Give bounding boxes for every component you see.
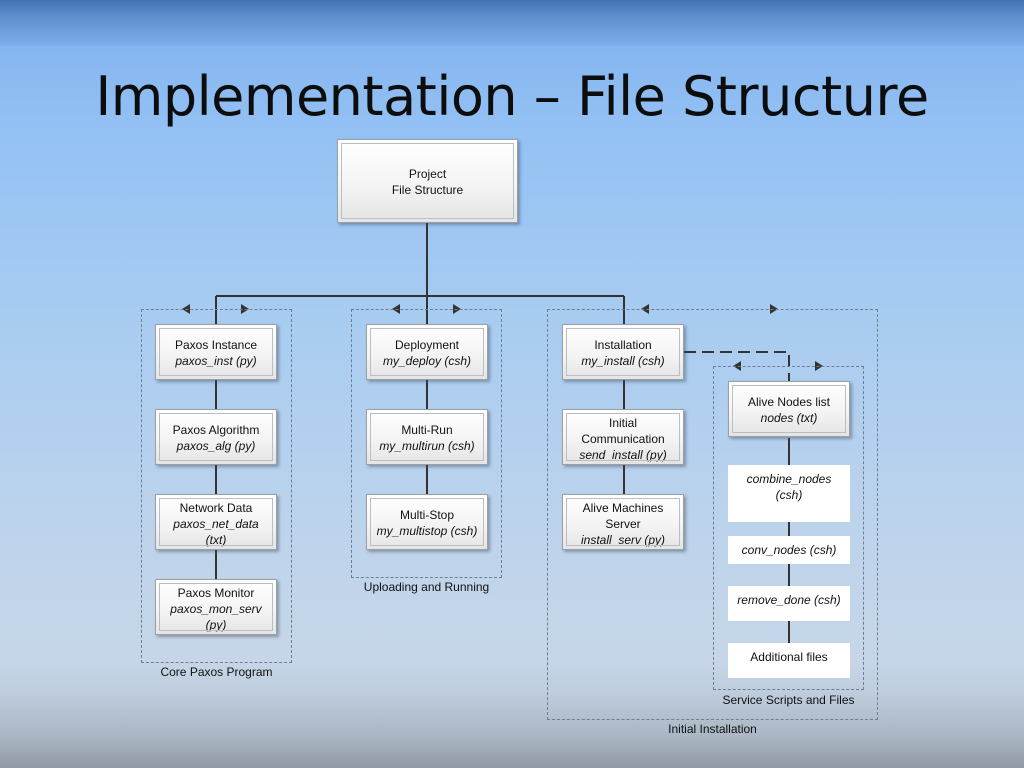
- box-multi-stop: Multi-Stop my_multistop (csh): [366, 494, 488, 550]
- footer-band: [0, 690, 1024, 768]
- box-filename: paxos_mon_serv (py): [170, 602, 262, 632]
- group-core-frame: [141, 309, 292, 663]
- box-filename: my_multirun (csh): [379, 439, 475, 453]
- box-combine-nodes: combine_nodes (csh): [728, 465, 850, 522]
- box-filename: combine_nodes (csh): [746, 472, 832, 502]
- box-filename: paxos_net_data (txt): [173, 517, 259, 547]
- box-installation: Installation my_install (csh): [562, 324, 684, 380]
- box-network-data: Network Data paxos_net_data (txt): [155, 494, 277, 550]
- box-title: Installation: [594, 338, 652, 352]
- group-core-label: Core Paxos Program: [160, 665, 273, 679]
- root-line1: Project: [408, 167, 447, 181]
- box-title: Deployment: [394, 338, 460, 352]
- box-filename: nodes (txt): [760, 411, 818, 425]
- box-title: Additional files: [750, 650, 828, 664]
- box-deployment: Deployment my_deploy (csh): [366, 324, 488, 380]
- box-filename: send_install (py): [579, 448, 667, 462]
- box-additional-files: Additional files: [728, 643, 850, 678]
- group-service-label: Service Scripts and Files: [722, 693, 855, 707]
- box-filename: my_multistop (csh): [376, 524, 478, 538]
- box-filename: paxos_inst (py): [175, 354, 257, 368]
- box-title: Paxos Algorithm: [172, 423, 260, 437]
- root-box: Project File Structure: [337, 139, 518, 223]
- root-line2: File Structure: [391, 183, 464, 197]
- box-title: Multi-Stop: [399, 508, 455, 522]
- slide-title: Implementation – File Structure: [95, 65, 929, 128]
- box-initial-communication: Initial Communication send_install (py): [562, 409, 684, 465]
- box-paxos-algorithm: Paxos Algorithm paxos_alg (py): [155, 409, 277, 465]
- box-title: Initial Communication: [581, 416, 665, 446]
- box-title: Paxos Monitor: [177, 586, 255, 600]
- group-service-frame: [713, 366, 864, 690]
- group-upload-frame: [351, 309, 502, 578]
- box-filename: my_install (csh): [581, 354, 665, 368]
- box-paxos-monitor: Paxos Monitor paxos_mon_serv (py): [155, 579, 277, 635]
- group-install-frame: [547, 309, 878, 720]
- box-multi-run: Multi-Run my_multirun (csh): [366, 409, 488, 465]
- box-remove-done: remove_done (csh): [728, 586, 850, 621]
- box-filename: my_deploy (csh): [382, 354, 472, 368]
- group-upload-label: Uploading and Running: [363, 580, 490, 594]
- box-filename: remove_done (csh): [737, 593, 841, 607]
- group-install-label: Initial Installation: [668, 722, 757, 736]
- box-title: Paxos Instance: [174, 338, 258, 352]
- box-alive-machines-server: Alive Machines Server install_serv (py): [562, 494, 684, 550]
- box-title: Alive Nodes list: [747, 395, 831, 409]
- header-band: [0, 0, 1024, 46]
- box-conv-nodes: conv_nodes (csh): [728, 536, 850, 564]
- box-paxos-instance: Paxos Instance paxos_inst (py): [155, 324, 277, 380]
- box-filename: conv_nodes (csh): [741, 543, 837, 557]
- box-filename: paxos_alg (py): [176, 439, 256, 453]
- box-filename: install_serv (py): [580, 533, 666, 547]
- box-alive-nodes-list: Alive Nodes list nodes (txt): [728, 381, 850, 437]
- box-title: Network Data: [179, 501, 253, 515]
- box-title: Multi-Run: [401, 423, 453, 437]
- box-title: Alive Machines Server: [582, 501, 664, 531]
